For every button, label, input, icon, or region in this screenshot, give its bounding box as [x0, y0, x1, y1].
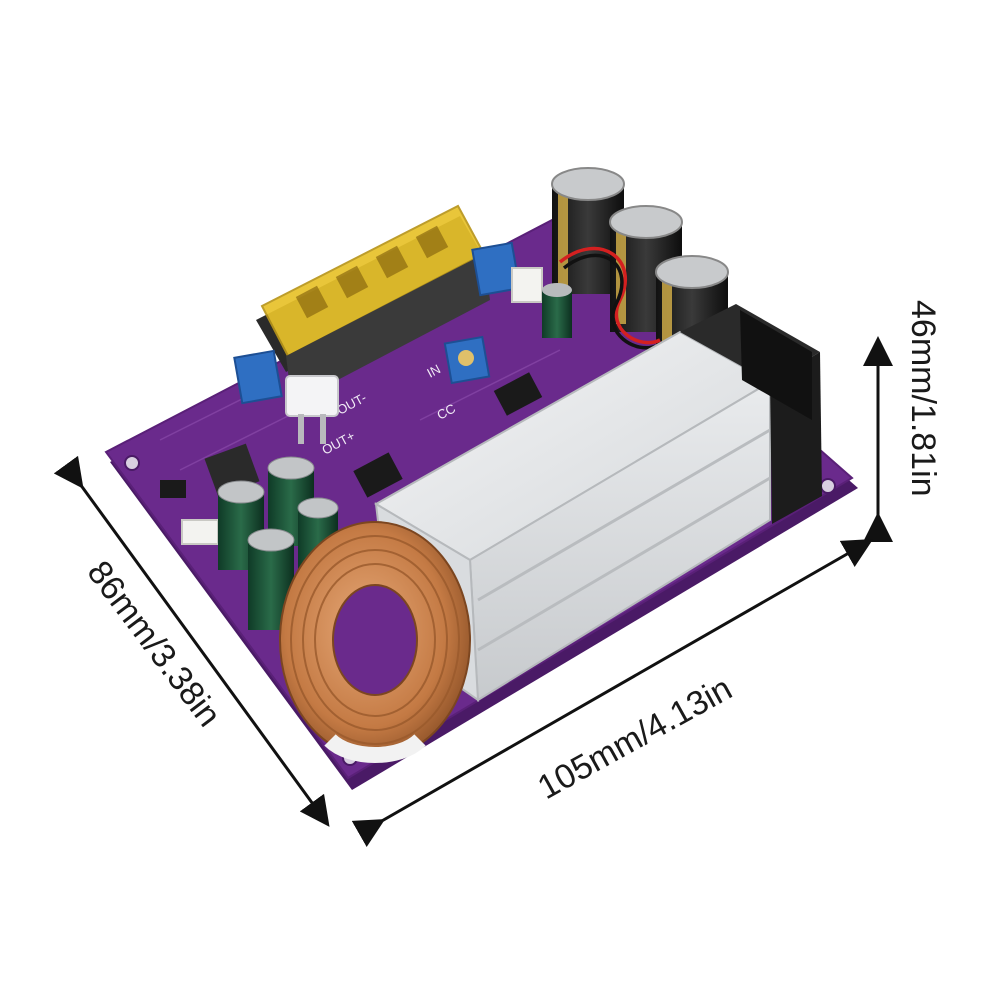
fan-wire-red: [558, 246, 661, 345]
fan-wire-black: [562, 253, 657, 350]
terminal-block: [256, 204, 490, 404]
mounting-hole: [820, 478, 836, 494]
mounting-hole: [124, 455, 140, 471]
dimension-arrows: [53, 336, 893, 847]
length-arrow: [351, 539, 874, 847]
width-arrow: [53, 455, 330, 827]
fuse: [285, 375, 339, 444]
height-label: 46mm/1.81in: [904, 300, 942, 497]
silk-in: IN: [424, 361, 443, 380]
capacitor-small: [542, 283, 572, 338]
cooling-fan: [680, 304, 822, 524]
toroid-inductor: [279, 521, 471, 763]
potentiometers: [233, 241, 521, 405]
length-label: 105mm/4.13in: [531, 669, 738, 807]
